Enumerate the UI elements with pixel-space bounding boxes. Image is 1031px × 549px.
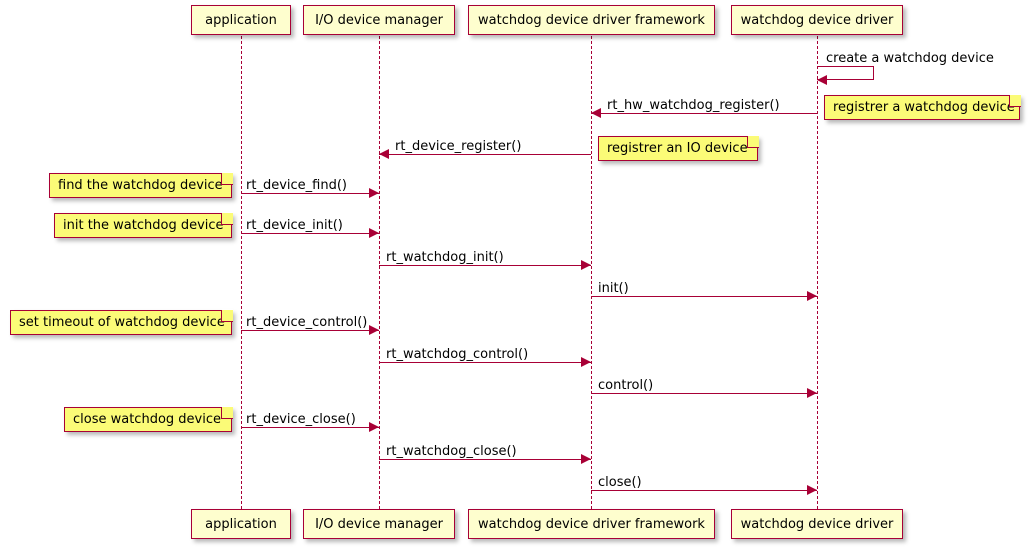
participant-application-bottom[interactable]: application xyxy=(191,509,291,539)
message-label-rt-watchdog-control: rt_watchdog_control() xyxy=(386,347,529,362)
message-line-rt-device-init xyxy=(241,233,379,234)
message-label-rt-device-init: rt_device_init() xyxy=(246,218,343,233)
message-line-rt-device-close xyxy=(241,427,379,428)
message-line-rt-device-register xyxy=(379,154,591,155)
participant-io-device-manager-bottom[interactable]: I/O device manager xyxy=(303,509,455,539)
message-line-rt-watchdog-close xyxy=(379,459,591,460)
participant-io-device-manager-top[interactable]: I/O device manager xyxy=(303,5,455,35)
note-text: registrer an IO device xyxy=(607,141,748,156)
message-label-rt-device-close: rt_device_close() xyxy=(246,412,356,427)
arrowhead-rt-device-close xyxy=(369,422,379,432)
note-text: registrer a watchdog device xyxy=(833,100,1015,115)
message-label-rt-hw-watchdog-register: rt_hw_watchdog_register() xyxy=(607,98,780,113)
participant-watchdog-framework-bottom[interactable]: watchdog device driver framework xyxy=(468,509,715,539)
note-fold-icon xyxy=(220,212,233,225)
arrowhead-rt-watchdog-control xyxy=(581,357,591,367)
note-fold-icon xyxy=(220,172,233,185)
note-text: close watchdog device xyxy=(73,412,221,427)
message-label-rt-device-find: rt_device_find() xyxy=(246,178,347,193)
lifeline-io-device-manager xyxy=(379,36,380,514)
message-label-rt-device-register: rt_device_register() xyxy=(395,139,522,154)
arrowhead-create-a-watchdog-device xyxy=(817,75,827,85)
note-text: set timeout of watchdog device xyxy=(19,315,225,330)
message-line-rt-watchdog-init xyxy=(379,265,591,266)
arrowhead-rt-device-find xyxy=(369,188,379,198)
note-registrer-a-watchdog-device: registrer a watchdog device xyxy=(824,94,1021,120)
message-label-rt-device-control: rt_device_control() xyxy=(246,315,368,330)
arrowhead-close xyxy=(807,485,817,495)
message-line-close xyxy=(591,490,817,491)
arrowhead-init xyxy=(807,291,817,301)
participant-application-top[interactable]: application xyxy=(191,5,291,35)
note-fold-icon xyxy=(1008,94,1021,107)
message-line-rt-device-find xyxy=(241,193,379,194)
arrowhead-rt-hw-watchdog-register xyxy=(591,108,601,118)
note-set-timeout-of-watchdog-device: set timeout of watchdog device xyxy=(10,309,233,335)
note-text: find the watchdog device xyxy=(58,178,223,193)
message-line-rt-watchdog-control xyxy=(379,362,591,363)
arrowhead-rt-device-control xyxy=(369,325,379,335)
note-find-the-watchdog-device: find the watchdog device xyxy=(49,172,233,198)
note-fold-icon xyxy=(220,309,233,322)
note-close-watchdog-device: close watchdog device xyxy=(64,406,233,432)
arrowhead-rt-device-register xyxy=(379,149,389,159)
message-label-create-a-watchdog-device: create a watchdog device xyxy=(826,51,994,66)
lifeline-watchdog-driver xyxy=(817,36,818,514)
message-line-init xyxy=(591,296,817,297)
lifeline-watchdog-framework xyxy=(591,36,592,514)
message-line-control xyxy=(591,393,817,394)
message-line-rt-hw-watchdog-register xyxy=(591,113,817,114)
participant-watchdog-driver-top[interactable]: watchdog device driver xyxy=(731,5,903,35)
message-label-rt-watchdog-init: rt_watchdog_init() xyxy=(386,250,504,265)
arrowhead-rt-device-init xyxy=(369,228,379,238)
note-text: init the watchdog device xyxy=(63,218,224,233)
message-line-rt-device-control xyxy=(241,330,379,331)
arrowhead-control xyxy=(807,388,817,398)
message-label-control: control() xyxy=(598,378,654,393)
arrowhead-rt-watchdog-init xyxy=(581,260,591,270)
self-message-create-a-watchdog-device xyxy=(817,66,874,80)
note-registrer-an-io-device: registrer an IO device xyxy=(598,135,759,161)
arrowhead-rt-watchdog-close xyxy=(581,454,591,464)
lifeline-application xyxy=(241,36,242,514)
participant-watchdog-framework-top[interactable]: watchdog device driver framework xyxy=(468,5,715,35)
participant-watchdog-driver-bottom[interactable]: watchdog device driver xyxy=(731,509,903,539)
message-label-close: close() xyxy=(598,475,642,490)
note-fold-icon xyxy=(220,406,233,419)
message-label-rt-watchdog-close: rt_watchdog_close() xyxy=(386,444,517,459)
message-label-init: init() xyxy=(598,281,629,296)
note-fold-icon xyxy=(746,135,759,148)
note-init-the-watchdog-device: init the watchdog device xyxy=(54,212,233,238)
